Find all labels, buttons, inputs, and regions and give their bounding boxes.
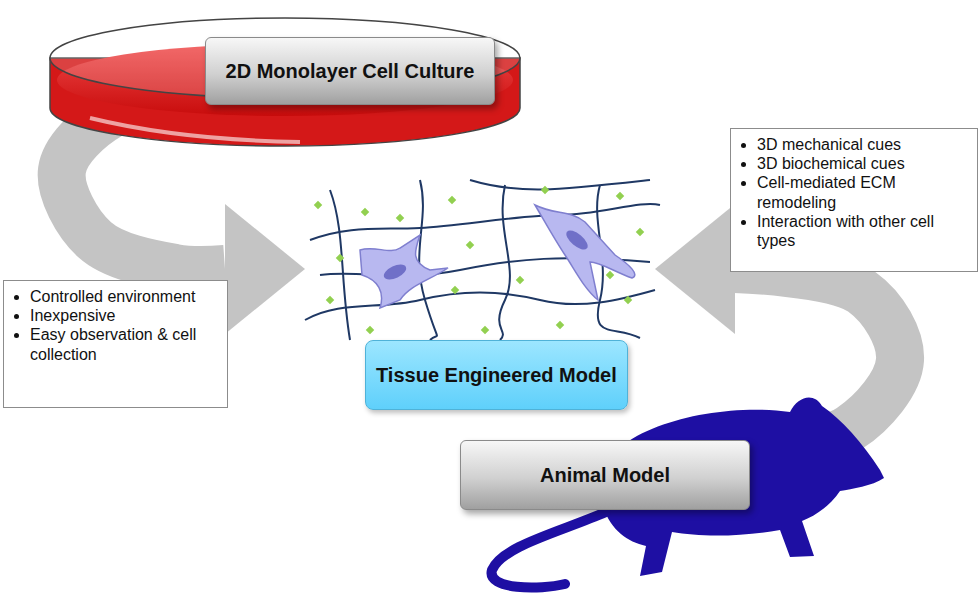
model-area: Tissue Engineered Model [305, 175, 655, 410]
growth-factor [541, 186, 549, 194]
growth-factor [361, 208, 369, 216]
ecm-fiber [470, 180, 650, 189]
dish-highlight [90, 118, 300, 142]
box-label: Animal Model [540, 463, 670, 487]
growth-factor [606, 271, 614, 279]
bullet-text: Cell-mediated ECM remodeling [757, 174, 896, 210]
growth-factor [448, 196, 456, 204]
bullet-text: Inexpensive [30, 307, 115, 324]
bullet-list: Controlled environmentInexpensiveEasy ob… [6, 287, 219, 364]
feature-list-box: 3D mechanical cues 3D biochemical cuesCel… [730, 128, 978, 272]
growth-factor [466, 241, 474, 249]
bullet-item: Easy observation & cell collection [30, 325, 219, 363]
growth-factor [616, 192, 624, 200]
animal-label-box: Animal Model [460, 440, 750, 510]
ecm-fiber [310, 204, 660, 240]
ecm-fiber [330, 190, 350, 340]
growth-factor [556, 321, 564, 329]
cell-nucleus [382, 261, 409, 282]
cell [360, 235, 448, 308]
ecm-fiber [419, 180, 437, 340]
bullet-text: 3D mechanical cues [757, 136, 901, 153]
bullet-item: 3D biochemical cues [757, 154, 969, 173]
box-label: 2D Monolayer Cell Culture [226, 59, 475, 83]
bullet-item: Controlled environment [30, 287, 219, 306]
growth-factor [624, 296, 632, 304]
bullet-item: Interaction with other cell types [757, 212, 969, 250]
model-label: Tissue Engineered Model [365, 340, 628, 410]
cell [535, 205, 635, 300]
cells [360, 205, 635, 308]
bullet-item: Inexpensive [30, 306, 219, 325]
growth-factor [366, 326, 374, 334]
rat-tail [492, 512, 606, 587]
feature-list-box: Controlled environmentInexpensiveEasy ob… [3, 280, 228, 408]
petri-dish [50, 18, 520, 146]
arrow-head [225, 204, 305, 334]
arrow-head [655, 204, 735, 334]
bullet-item: Cell-mediated ECM remodeling [757, 173, 969, 211]
bullet-text: Controlled environment [30, 288, 195, 305]
bullet-list: 3D mechanical cues 3D biochemical cuesCel… [733, 135, 969, 250]
growth-factor [451, 286, 459, 294]
growth-factor [314, 201, 322, 209]
growth-factor [636, 228, 644, 236]
growth-factor [336, 254, 344, 262]
ecm-network [305, 180, 660, 340]
bullet-text: Interaction with other cell types [757, 213, 934, 249]
bullet-item: 3D mechanical cues [757, 135, 969, 154]
growth-factors [314, 186, 644, 334]
culture-label-box: 2D Monolayer Cell Culture [205, 37, 495, 105]
growth-factor [396, 214, 404, 222]
growth-factor [326, 296, 334, 304]
cell-nucleus [563, 227, 591, 253]
growth-factor [481, 326, 489, 334]
growth-factor [516, 276, 524, 284]
bullet-text: Easy observation & cell collection [30, 326, 196, 362]
ecm-fiber [305, 290, 655, 320]
bullet-text: 3D biochemical cues [757, 155, 905, 172]
